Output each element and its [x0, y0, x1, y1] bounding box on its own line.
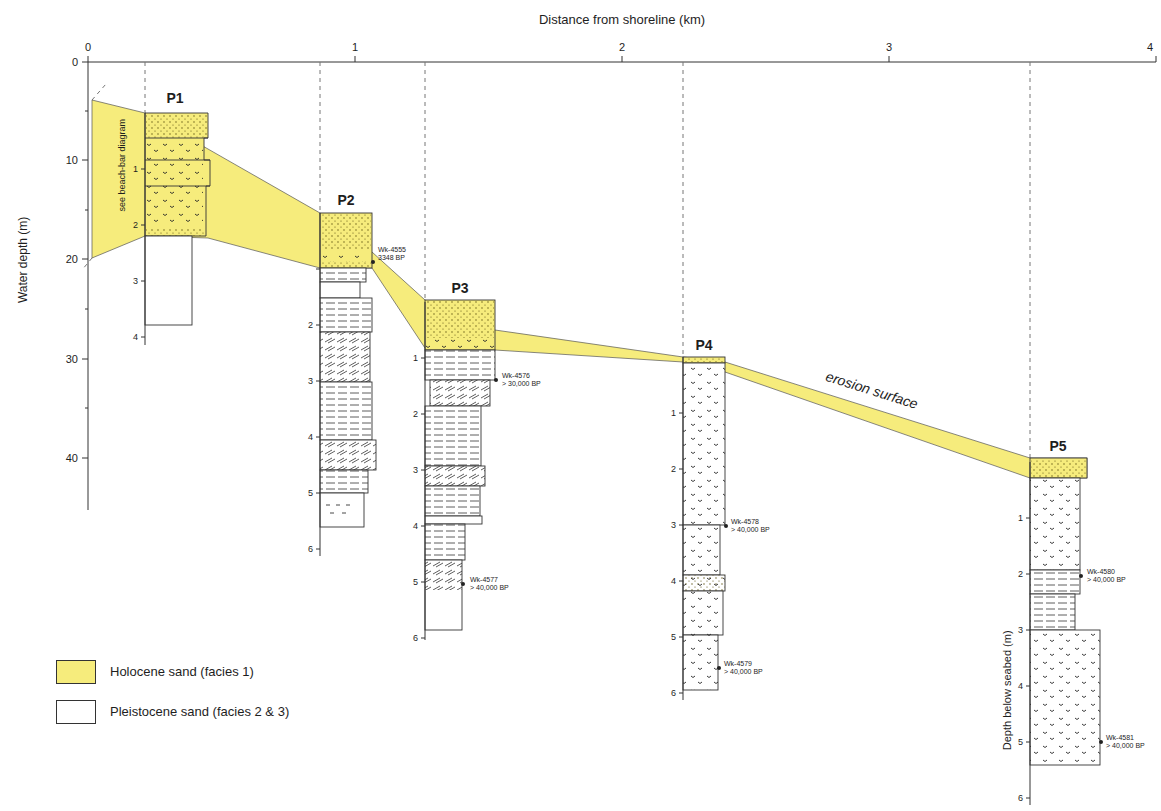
legend-swatch: [56, 700, 96, 724]
tick-label: 2: [619, 41, 625, 54]
depth-number: 6: [1018, 793, 1023, 803]
sample-id: Wk-4579: [724, 660, 752, 668]
sample-id: Wk-4555: [378, 246, 406, 254]
depth-number: 2: [133, 220, 138, 230]
depth-number: 4: [671, 576, 676, 586]
depth-number: 3: [413, 465, 418, 475]
depth-number: 1: [133, 164, 138, 174]
sample-age: > 40,000 BP: [1087, 576, 1126, 584]
core-name: P4: [695, 337, 712, 353]
tick-label: 10: [66, 154, 78, 167]
legend-text: Holocene sand (facies 1): [110, 665, 254, 680]
depth-number: 2: [1018, 569, 1023, 579]
depth-number: 3: [1018, 625, 1023, 635]
core-log: [145, 113, 210, 325]
depth-number: 5: [413, 577, 418, 587]
depth-number: 3: [308, 376, 313, 386]
sample-id: Wk-4577: [470, 576, 498, 584]
tick-label: 30: [66, 353, 78, 366]
holocene-band: [92, 100, 1087, 478]
core-log: [425, 300, 498, 630]
depth-number: 6: [413, 633, 418, 643]
depth-number: 6: [308, 544, 313, 554]
depth-number: 1: [413, 353, 418, 363]
depth-number: 2: [671, 464, 676, 474]
sample-age: > 40,000 BP: [470, 584, 509, 592]
core-log: [683, 357, 728, 690]
depth-number: 4: [133, 332, 138, 342]
core-name: P5: [1049, 438, 1066, 454]
depth-number: 1: [671, 408, 676, 418]
core-log: [1030, 458, 1103, 765]
sample-id: Wk-4576: [502, 372, 530, 380]
tick-label: 0: [72, 56, 78, 69]
depth-number: 2: [308, 320, 313, 330]
depth-number: 5: [1018, 737, 1023, 747]
sample-age: > 40,000 BP: [1106, 742, 1145, 750]
tick-label: 4: [1147, 41, 1153, 54]
depth-number: 4: [1018, 681, 1023, 691]
depth-number: 3: [133, 276, 138, 286]
sample-age: > 30,000 BP: [502, 380, 541, 388]
tick-label: 40: [66, 452, 78, 465]
sample-id: Wk-4578: [731, 518, 759, 526]
tick-label: 1: [352, 41, 358, 54]
core-name: P3: [451, 280, 468, 296]
depth-number: 4: [308, 432, 313, 442]
core-name: P1: [166, 90, 183, 106]
tick-label: 0: [85, 41, 91, 54]
legend-text: Pleistocene sand (facies 2 & 3): [110, 705, 289, 720]
sample-id: Wk-4580: [1087, 568, 1115, 576]
axis-title: Distance from shoreline (km): [539, 13, 705, 28]
core-name: P2: [337, 192, 354, 208]
depth-number: 5: [308, 488, 313, 498]
tick-label: 20: [66, 253, 78, 266]
sample-age: 3348 BP: [378, 254, 405, 262]
depth-number: 1: [1018, 513, 1023, 523]
axis-title: Depth below seabed (m): [1001, 630, 1014, 750]
core-position-lines: [82, 62, 1030, 458]
legend-swatch: [56, 660, 96, 684]
depth-number: 5: [671, 632, 676, 642]
depth-number: 6: [671, 688, 676, 698]
depth-number: 4: [413, 521, 418, 531]
sample-age: > 40,000 BP: [724, 668, 763, 676]
tick-label: 3: [886, 41, 892, 54]
sample-age: > 40,000 BP: [731, 526, 770, 534]
sample-id: Wk-4581: [1106, 734, 1134, 742]
note: see beach-bar diagram: [117, 119, 127, 212]
depth-number: 3: [671, 520, 676, 530]
axes: [82, 56, 1156, 510]
axis-title: Water depth (m): [17, 217, 31, 303]
depth-number: 2: [413, 409, 418, 419]
surface-label: erosion surface: [824, 368, 920, 412]
core-log: [320, 213, 376, 527]
depth-scale: [141, 113, 1030, 805]
